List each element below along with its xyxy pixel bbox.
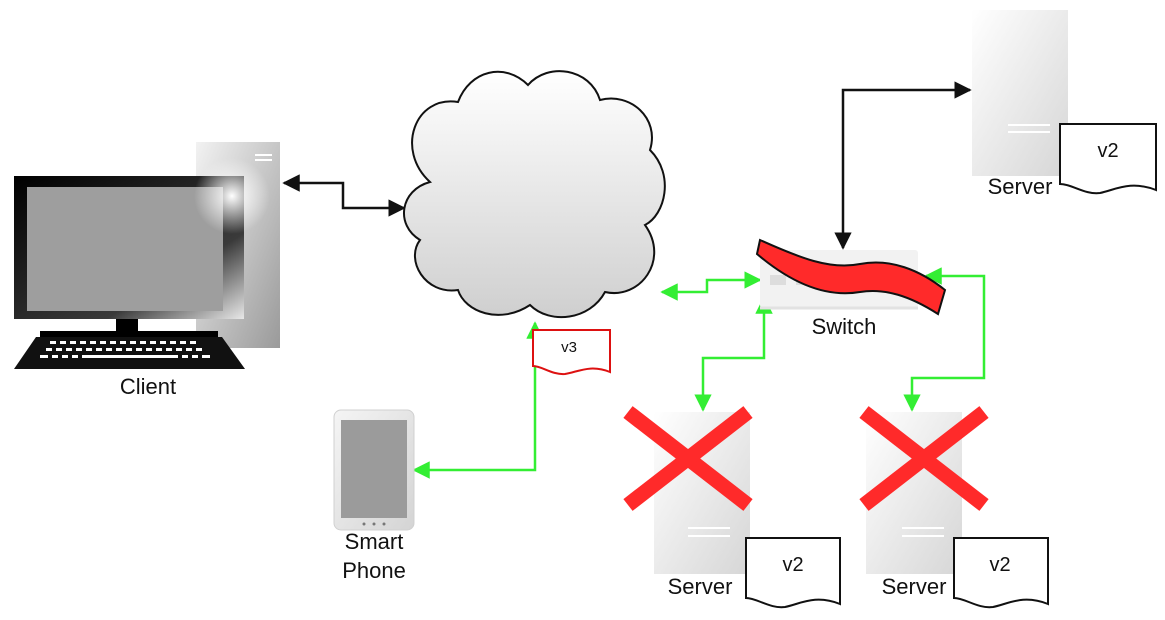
network-switch[interactable]: Switch: [755, 238, 947, 339]
server-mid-document[interactable]: v2: [745, 537, 841, 609]
link-switch-server-top: [834, 81, 972, 250]
client-computer[interactable]: Client: [14, 142, 280, 399]
phone-label-line1: Smart: [345, 529, 404, 554]
switch-label: Switch: [812, 314, 877, 339]
cloud-document[interactable]: v3: [532, 329, 611, 376]
internet-cloud[interactable]: [403, 70, 666, 318]
connectors: [282, 81, 986, 479]
document-icon: [1059, 123, 1157, 195]
server-top-document-label: v2: [1097, 140, 1118, 162]
link-cloud-phone: [412, 321, 544, 479]
server-icon: [972, 10, 1068, 176]
server-mid[interactable]: v2 Server: [623, 406, 841, 609]
link-client-cloud: [282, 174, 406, 217]
server-right-label: Server: [882, 574, 947, 599]
cloud-document-label: v3: [561, 339, 577, 356]
server-mid-document-label: v2: [782, 554, 803, 576]
switch-failure-mark: [755, 238, 947, 316]
phone-label-line2: Phone: [342, 558, 406, 583]
server-top[interactable]: v2 Server: [972, 10, 1157, 199]
cross-icon: [859, 406, 989, 511]
document-icon: [532, 329, 611, 376]
cloud-icon: [403, 70, 666, 318]
server-top-document[interactable]: v2: [1059, 123, 1157, 195]
server-right-document[interactable]: v2: [953, 537, 1049, 609]
smart-phone[interactable]: Smart Phone: [333, 409, 415, 583]
document-icon: [745, 537, 841, 609]
link-switch-server-mid: [694, 296, 773, 412]
computer-icon: [14, 176, 245, 369]
client-label: Client: [120, 374, 176, 399]
cross-icon: [623, 406, 753, 511]
server-top-label: Server: [988, 174, 1053, 199]
server-mid-label: Server: [668, 574, 733, 599]
highlight-glow: [194, 158, 270, 234]
link-cloud-switch: [660, 271, 762, 301]
smartphone-icon: [333, 409, 415, 531]
document-icon: [953, 537, 1049, 609]
link-switch-server-right: [903, 267, 986, 412]
server-right-document-label: v2: [989, 554, 1010, 576]
server-right[interactable]: v2 Server: [859, 406, 1049, 609]
